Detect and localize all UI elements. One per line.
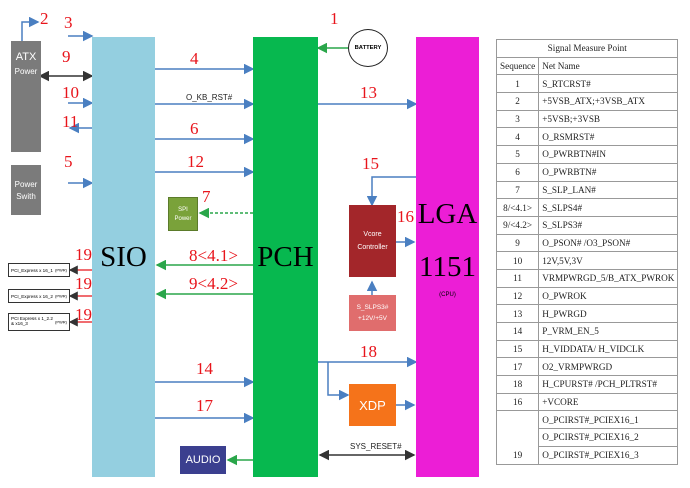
label-1: 1 xyxy=(330,9,339,28)
label-3: 3 xyxy=(64,13,73,32)
label-9b: 9<4.2> xyxy=(189,274,238,293)
spi-line2: Power xyxy=(174,215,192,222)
label-12: 12 xyxy=(187,152,204,171)
atx-power-block: ATX Power xyxy=(11,41,41,152)
table-header-net-name: Net Name xyxy=(538,56,679,76)
xdp-label: XDP xyxy=(359,397,386,413)
table-row: 16+VCORE xyxy=(495,392,679,412)
pcie-slot-3: PCI Express x 1_2.2 & x16_3 (PWR) xyxy=(8,313,70,331)
label-15: 15 xyxy=(362,154,379,173)
pch-block: PCH xyxy=(253,37,318,477)
slps-block: S_SLPS3# +12V/+5V xyxy=(349,295,396,331)
pcie-slot-3-power: (PWR) xyxy=(55,319,67,325)
table-header-sequence: Sequence xyxy=(495,56,540,76)
label-5: 5 xyxy=(64,152,73,171)
label-sys-reset: SYS_RESET# xyxy=(350,442,402,451)
table-row: 2+5VSB_ATX;+3VSB_ATX xyxy=(495,92,679,111)
pcie-slot-3-text: PCI Express x 1_2.2 & x16_3 xyxy=(11,316,53,326)
pcie-slot-1: PCI_Express x 16_1 (PWR) xyxy=(8,263,70,277)
label-6: 6 xyxy=(190,119,199,138)
sio-label: SIO xyxy=(100,240,147,273)
table-row: 8/<4.1>S_SLPS4# xyxy=(495,198,679,217)
label-7: 7 xyxy=(202,187,211,206)
battery-label: BATTERY xyxy=(354,45,382,51)
table-row: O_PCIRST#_PCIEX16_3 xyxy=(497,445,679,465)
label-19b: 19 xyxy=(75,274,92,293)
vcore-line1: Vcore xyxy=(363,231,382,238)
pch-label: PCH xyxy=(257,240,314,273)
pcie-slot-2-power: (PWR) xyxy=(55,293,67,299)
label-11: 11 xyxy=(62,112,79,131)
lga-sub-label: (CPU) xyxy=(439,292,456,298)
label-19a: 19 xyxy=(75,245,92,264)
sio-block: SIO xyxy=(92,37,155,477)
spi-power-block: SPI Power xyxy=(168,197,198,231)
pcie-slot-1-text: PCI_Express x 16_1 xyxy=(11,268,53,273)
label-4: 4 xyxy=(190,49,199,68)
table-row: 9/<4.2>S_SLPS3# xyxy=(495,215,679,235)
label-13: 13 xyxy=(360,83,377,102)
lga-number: 1151 xyxy=(419,251,476,283)
label-9: 9 xyxy=(62,47,71,66)
atx-label: ATX xyxy=(15,51,37,63)
lga-block: LGA 1151 (CPU) xyxy=(416,37,479,477)
label-8: 8<4.1> xyxy=(189,246,238,265)
audio-block: AUDIO xyxy=(180,446,226,474)
table-row: 3+5VSB;+3VSB xyxy=(495,109,679,129)
wire-15 xyxy=(366,176,416,207)
wire-18-xdp xyxy=(327,362,350,401)
pcie-slot-1-power: (PWR) xyxy=(55,267,67,273)
label-14: 14 xyxy=(196,359,213,378)
spi-line1: SPI xyxy=(178,206,188,213)
table-title: Signal Measure Point xyxy=(495,39,679,58)
xdp-block: XDP xyxy=(349,384,396,426)
slps-line2: +12V/+5V xyxy=(358,315,387,322)
label-kb-rst: O_KB_RST# xyxy=(186,93,233,102)
label-19c: 19 xyxy=(75,305,92,324)
atx-sub-label: Power xyxy=(14,67,38,76)
slps-line1: S_SLPS3# xyxy=(356,304,389,311)
lga-label: LGA xyxy=(417,198,478,230)
signal-measure-table: Signal Measure Point Sequence Net Name 1… xyxy=(495,39,679,465)
power-switch-block: Power Swith xyxy=(11,165,41,215)
power-switch-line1: Power xyxy=(14,179,38,189)
label-18: 18 xyxy=(360,342,377,361)
label-10: 10 xyxy=(62,83,79,102)
label-2: 2 xyxy=(40,9,49,28)
battery-block: BATTERY xyxy=(348,29,388,67)
label-17: 17 xyxy=(196,396,213,415)
audio-label: AUDIO xyxy=(185,454,221,466)
vcore-line2: Controller xyxy=(357,244,388,251)
label-16: 16 xyxy=(397,207,414,226)
table-row: 19 O_PCIRST#_PCIEX16_1 xyxy=(495,410,679,465)
pcie-slot-2-text: PCI_Express x 16_2 xyxy=(11,294,53,299)
vcore-controller-block: Vcore Controller xyxy=(349,205,396,277)
power-switch-line2: Swith xyxy=(16,191,36,201)
wire-2 xyxy=(21,16,40,43)
pcie-slot-2: PCI_Express x 16_2 (PWR) xyxy=(8,289,70,303)
